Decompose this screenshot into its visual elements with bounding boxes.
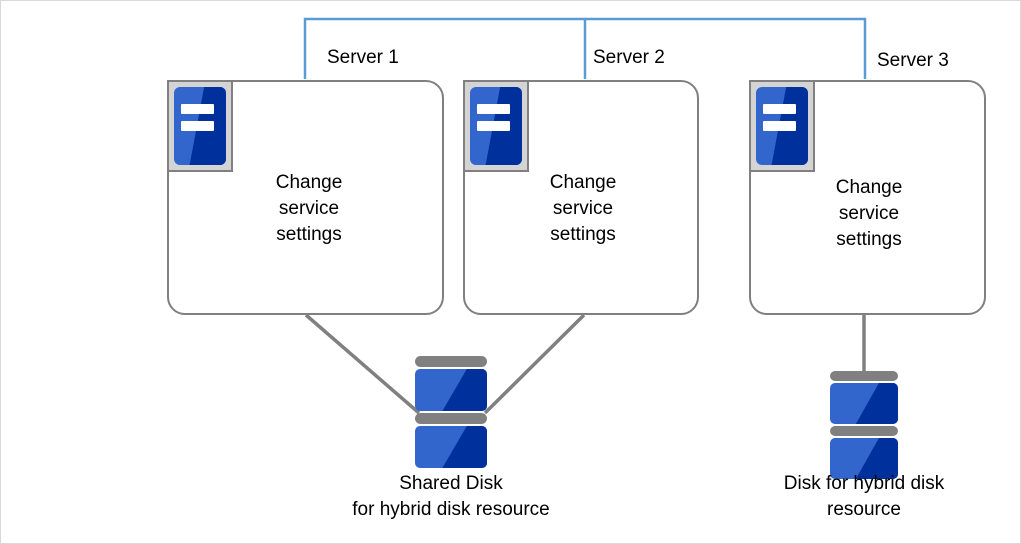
server-icon [463,80,529,172]
disk-stack-icon-shared [415,356,487,468]
connector-server1-shared-disk [304,313,421,415]
server-caption-1: Change service settings [275,172,343,245]
connector-server2-shared-disk [483,313,586,415]
disk-caption-shared: Shared Disk for hybrid disk resource [352,473,550,520]
disk-stack-icon-hybrid [830,371,898,479]
server-caption-2: Change service settings [549,172,617,245]
server-icon-body [470,87,522,165]
server-icon [167,80,233,172]
disk-platter-shade [442,426,487,468]
disk-platter-upper [830,383,898,424]
server-icon-body [756,87,808,165]
server-icon-bar-bottom [763,121,796,132]
server-caption-3: Change service settings [835,177,903,250]
server-icon-body [174,87,226,165]
disk-platter-upper [415,369,487,411]
server-box-3[interactable]: Change service settings [749,80,986,315]
server-icon-bar-top [477,104,510,115]
server-box-2[interactable]: Change service settings [463,80,699,315]
server-icon-bar-bottom [477,121,510,132]
bracket-label-server-3: Server 3 [877,50,949,71]
bracket-label-server-2: Server 2 [593,47,665,68]
server-icon-bar-top [181,104,214,115]
disk-rim-top [830,371,898,381]
server-icon [749,80,815,172]
bracket-label-server-1: Server 1 [327,47,399,68]
disk-rim-middle [415,413,487,424]
server-box-1[interactable]: Change service settings [167,80,444,315]
disk-rim-top [415,356,487,367]
disk-rim-middle [830,426,898,436]
disk-caption-hybrid: Disk for hybrid disk resource [783,473,945,520]
disk-platter-shade [442,369,487,411]
server-icon-bar-top [763,104,796,115]
disk-platter-shade [855,383,898,424]
server-icon-bar-bottom [181,121,214,132]
disk-platter-lower [415,426,487,468]
disk-platter-lower [830,438,898,479]
